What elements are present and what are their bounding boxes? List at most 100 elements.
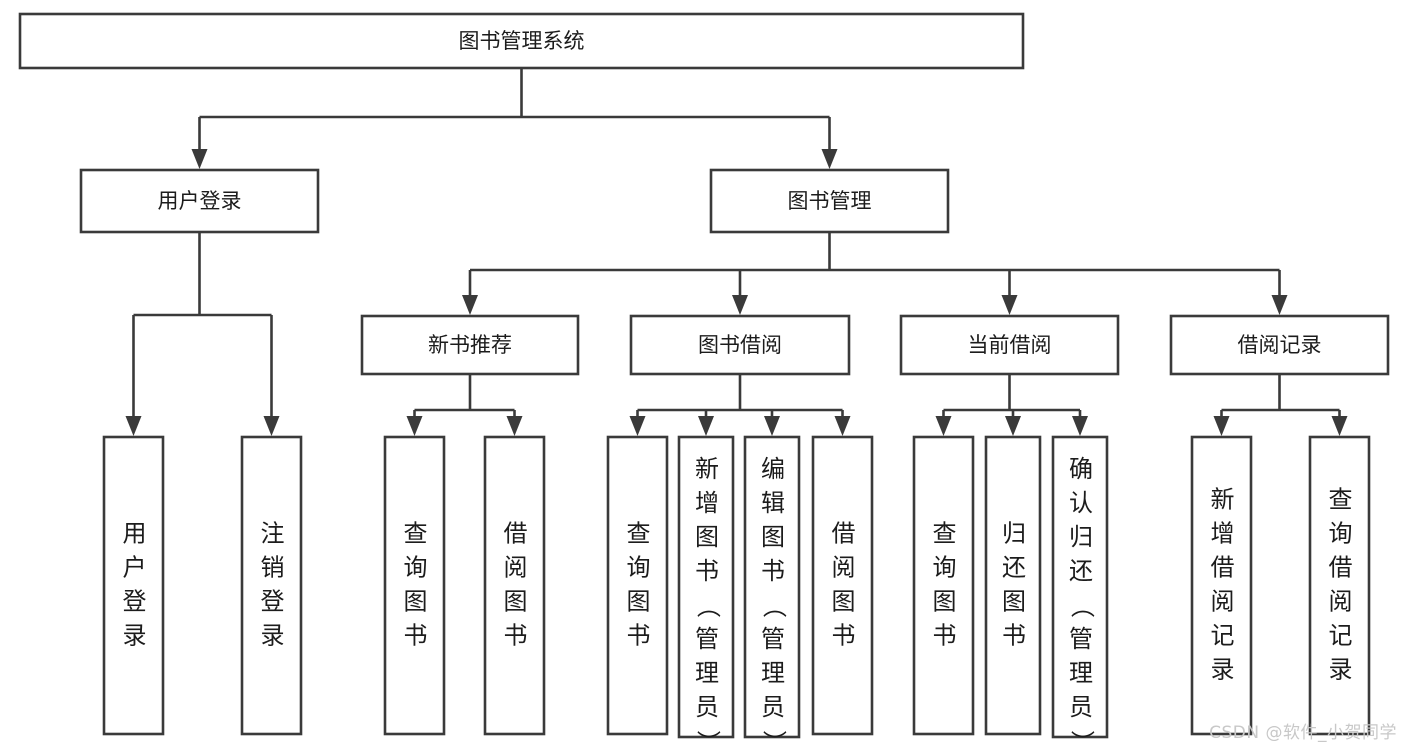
node-label-char: 辑 (761, 489, 785, 517)
node-box[interactable] (1169, 314, 1390, 376)
connector-group-current-borrow (935, 374, 1088, 436)
node-label-char: 图 (695, 523, 719, 551)
arrow-head-icon (406, 416, 423, 436)
node-label-char: 书 (504, 622, 528, 650)
node-label-char: 查 (404, 520, 428, 548)
arrow-head-icon (462, 295, 478, 315)
node-label-char: 阅 (1211, 588, 1235, 616)
arrow-head-icon (935, 416, 952, 436)
arrow-head-icon (1005, 416, 1021, 436)
node-box[interactable] (811, 435, 874, 736)
node-label-char: 查 (1329, 486, 1353, 514)
node-book-borrow[interactable]: 图书借阅 (629, 314, 851, 376)
node-label-char: （ (1068, 594, 1096, 618)
nodes-layer: 图书管理系统用户登录图书管理新书推荐图书借阅当前借阅借阅记录用户登录注销登录查询… (18, 12, 1390, 747)
node-box[interactable] (1308, 435, 1371, 736)
arrow-head-icon (1001, 295, 1018, 315)
arrow-head-icon (1072, 416, 1088, 436)
node-user-login[interactable]: 用户登录 (79, 168, 320, 234)
node-box[interactable] (360, 314, 580, 376)
node-box[interactable] (383, 435, 446, 736)
connector-group-user-login (125, 232, 280, 436)
node-label-char: 书 (627, 622, 651, 650)
node-box[interactable] (984, 435, 1042, 736)
node-label-char: 阅 (504, 554, 528, 582)
connector-group-borrow-record (1213, 374, 1348, 436)
node-box[interactable] (240, 435, 303, 736)
node-borrow-record[interactable]: 借阅记录 (1169, 314, 1390, 376)
node-label-char: 书 (933, 622, 957, 650)
node-new-book-rec[interactable]: 新书推荐 (360, 314, 580, 376)
node-label-char: 图 (761, 523, 785, 551)
node-box[interactable] (743, 435, 801, 739)
node-label-char: 询 (1329, 520, 1353, 548)
node-label-char: 借 (1329, 554, 1353, 582)
node-label-char: 查 (933, 520, 957, 548)
arrow-head-icon (629, 416, 646, 436)
node-box[interactable] (102, 435, 165, 736)
node-box[interactable] (899, 314, 1120, 376)
arrow-head-icon (191, 149, 208, 169)
node-label-char: （ (694, 594, 722, 618)
node-label-char: 员 (761, 693, 785, 721)
node-label-char: 书 (761, 557, 785, 585)
node-label-char: 管 (761, 625, 785, 653)
node-label-char: 注 (261, 520, 285, 548)
node-label-char: 户 (123, 554, 147, 582)
node-label-char: 理 (1069, 659, 1093, 687)
node-label-char: 新 (695, 455, 719, 483)
node-label-char: 图 (404, 588, 428, 616)
node-book-manage[interactable]: 图书管理 (709, 168, 950, 234)
node-label-char: 图 (627, 588, 651, 616)
connector-group-book-borrow (629, 374, 851, 436)
node-label-char: 记 (1211, 622, 1235, 650)
node-box[interactable] (79, 168, 320, 234)
node-label-char: 图 (1002, 588, 1026, 616)
node-box[interactable] (1051, 435, 1109, 739)
node-box[interactable] (606, 435, 669, 736)
node-label-char: 理 (695, 659, 719, 687)
arrow-head-icon (732, 295, 748, 315)
node-box[interactable] (1190, 435, 1253, 736)
node-leaf-user-login[interactable]: 用户登录 (102, 435, 165, 736)
node-label-char: ） (1068, 730, 1096, 747)
node-label-char: 书 (695, 557, 719, 585)
node-label-char: 新 (1211, 486, 1235, 514)
arrow-head-icon (834, 416, 851, 436)
node-box[interactable] (912, 435, 975, 736)
node-label-char: 销 (261, 554, 285, 582)
node-box[interactable] (629, 314, 851, 376)
node-label: 图书借阅 (698, 333, 782, 357)
node-label-char: 阅 (832, 554, 856, 582)
node-box[interactable] (677, 435, 735, 739)
node-label-char: 管 (1069, 625, 1093, 653)
node-label-char: 录 (123, 622, 147, 650)
node-label-char: 借 (504, 520, 528, 548)
node-current-borrow[interactable]: 当前借阅 (899, 314, 1120, 376)
node-label-char: 登 (261, 588, 285, 616)
arrow-head-icon (764, 416, 780, 436)
node-box[interactable] (18, 12, 1025, 70)
node-box[interactable] (709, 168, 950, 234)
node-label-char: 增 (695, 489, 719, 517)
node-box[interactable] (483, 435, 546, 736)
node-root[interactable]: 图书管理系统 (18, 12, 1025, 70)
node-label-char: 录 (1211, 656, 1235, 684)
node-label-char: 借 (832, 520, 856, 548)
arrow-head-icon (1271, 295, 1288, 315)
node-label-char: 员 (1069, 693, 1093, 721)
node-label-char: 借 (1211, 554, 1235, 582)
